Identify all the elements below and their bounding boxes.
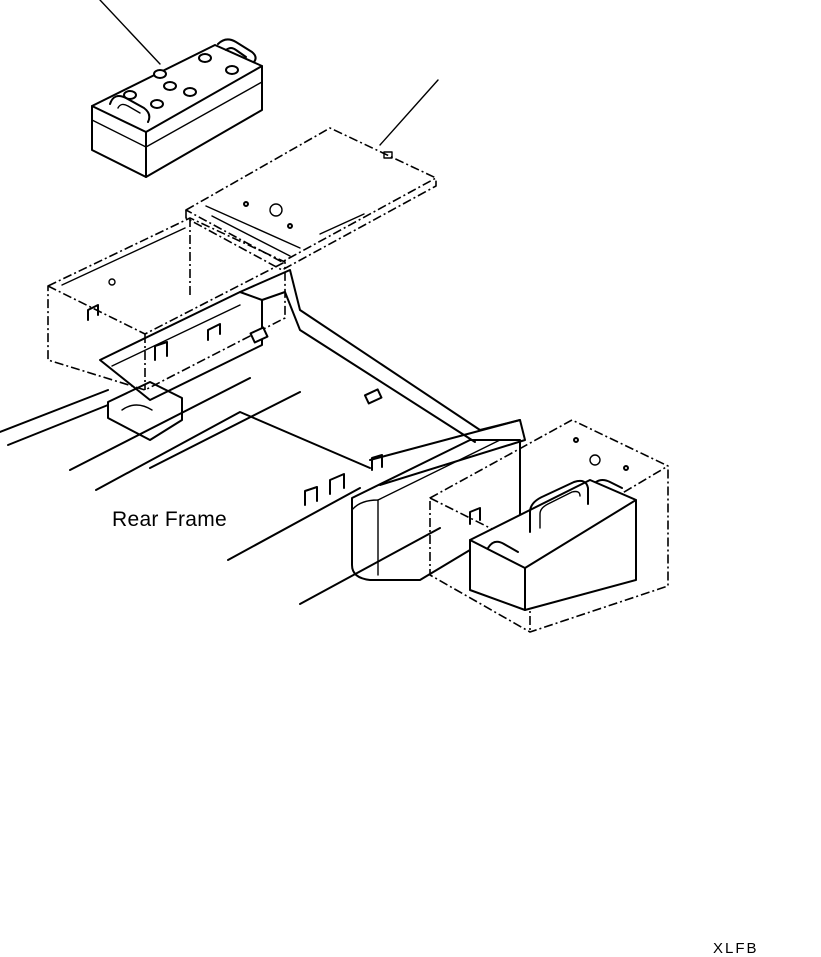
battery-tray-cover bbox=[185, 127, 437, 271]
battery-installed bbox=[469, 479, 637, 611]
rear-frame-rails bbox=[0, 377, 526, 605]
frame-support-post bbox=[351, 439, 521, 581]
battery-upper bbox=[91, 38, 263, 178]
left-battery-box bbox=[47, 217, 286, 391]
rear-frame-label: Rear Frame bbox=[112, 508, 228, 531]
tray-leader-line bbox=[379, 79, 439, 146]
drawing-code-label: XLFB bbox=[713, 940, 759, 957]
battery-caps bbox=[123, 53, 239, 109]
frame-bracket bbox=[99, 269, 521, 443]
battery-leader-line bbox=[99, 0, 161, 65]
leader-lines bbox=[99, 0, 439, 146]
